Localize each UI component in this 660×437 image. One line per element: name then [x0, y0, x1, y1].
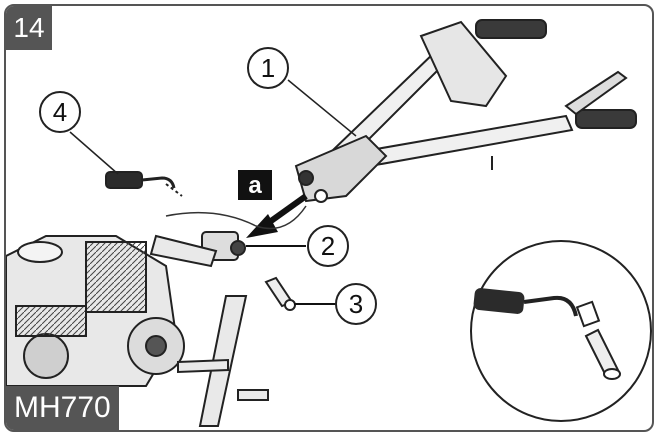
callout-3: 3 — [335, 283, 377, 325]
step-number-badge: 14 — [6, 6, 52, 50]
engine-icon — [6, 235, 185, 387]
model-badge: MH770 — [6, 386, 119, 430]
callout-3-label: 3 — [349, 289, 363, 319]
detail-inset — [470, 240, 652, 422]
arrow-label: a — [248, 172, 262, 199]
callout-1: 1 — [247, 47, 289, 89]
bolt-icon — [264, 276, 336, 311]
gear-lever-icon — [105, 171, 183, 197]
tiller-tine-icon — [149, 234, 269, 427]
callout-4-label: 4 — [53, 97, 67, 127]
callout-1-label: 1 — [261, 53, 275, 83]
callout-2: 2 — [307, 225, 349, 267]
callout-2-label: 2 — [321, 231, 335, 261]
diagram-frame: a — [4, 4, 654, 432]
assembly-illustration: a — [6, 19, 652, 427]
cable-line — [165, 205, 307, 230]
handlebar-icon — [294, 19, 637, 203]
callout-4: 4 — [39, 91, 81, 133]
direction-arrow: a — [238, 170, 308, 238]
leader-lines — [69, 79, 357, 175]
